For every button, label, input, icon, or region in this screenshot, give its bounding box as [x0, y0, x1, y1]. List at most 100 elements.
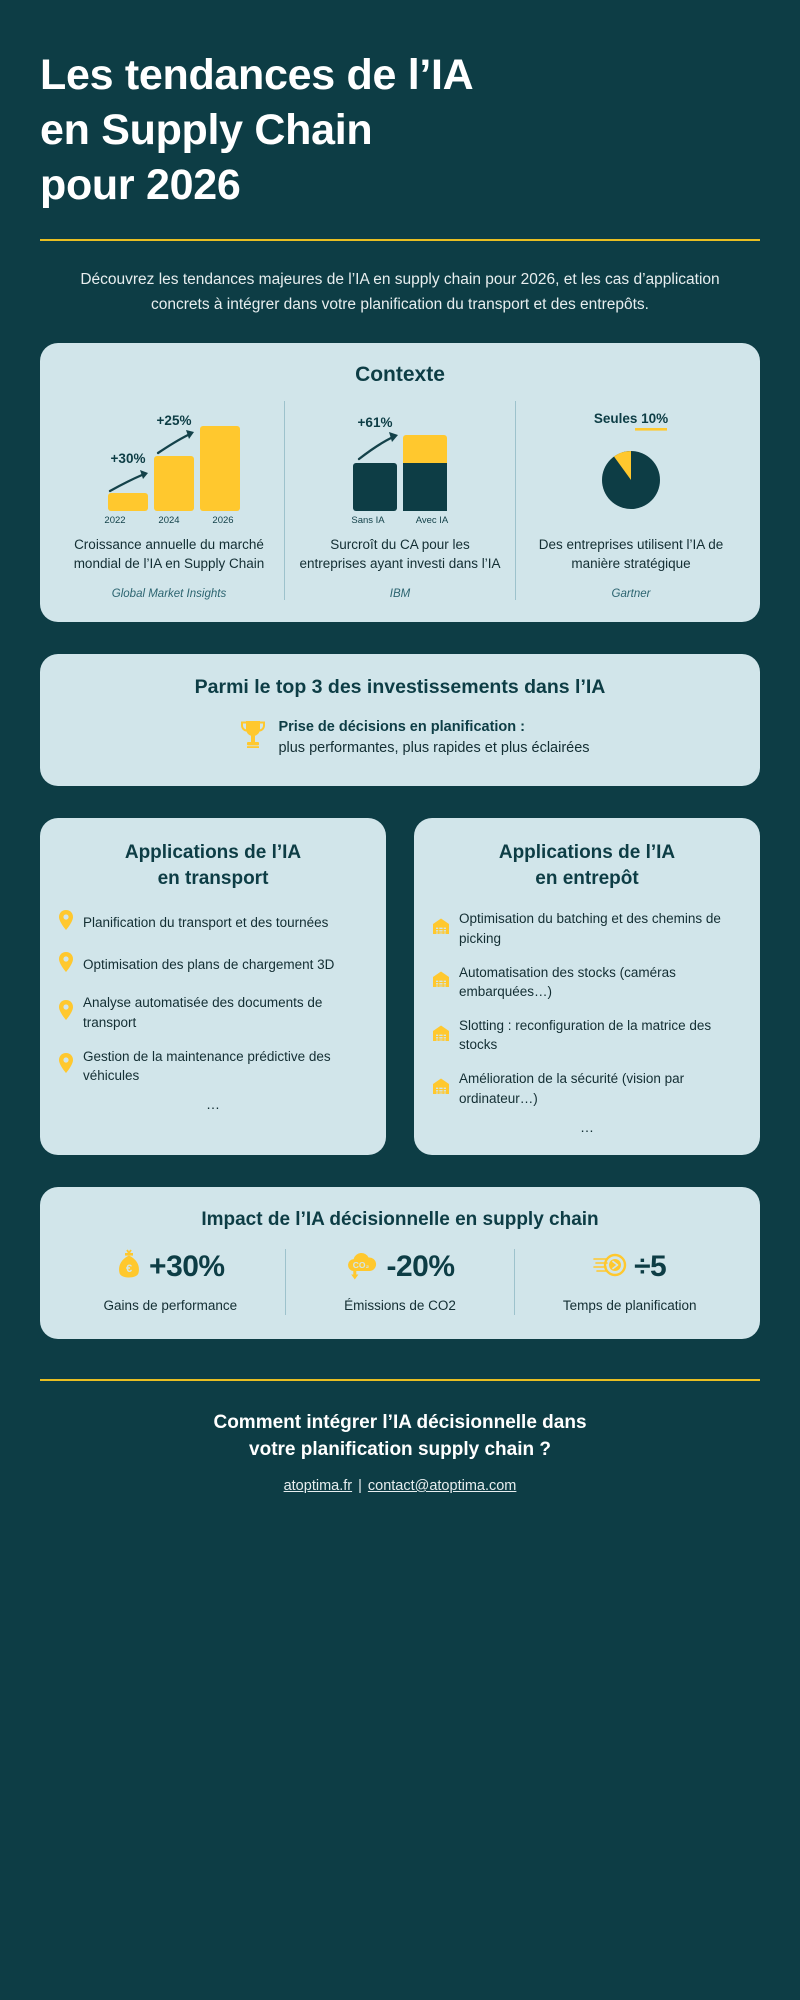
revenue-arrow	[357, 437, 393, 461]
list-item-label: Optimisation des plans de chargement 3D	[83, 957, 335, 973]
context-source-revenue: IBM	[389, 587, 411, 600]
fast-coin-icon	[593, 1249, 627, 1286]
growth-arrow-1	[108, 474, 144, 493]
growth-tick-2024: 2024	[158, 515, 180, 527]
footer-divider	[40, 1378, 760, 1381]
growth-arrow-1-head	[140, 470, 148, 480]
applications-row: Applications de l’IA en transport Planif…	[40, 818, 760, 1155]
title-divider	[40, 239, 760, 242]
context-column-adoption: Seules 10% Des entreprises utilisent l’I…	[515, 401, 746, 600]
co2-cloud-icon: CO₂	[345, 1249, 379, 1286]
adoption-badge-value: 10%	[641, 411, 668, 426]
list-item: Amélioration de la sécurité (vision par …	[432, 1069, 742, 1107]
growth-badge-30: +30%	[111, 451, 146, 466]
adoption-badge: Seules 10%	[594, 411, 668, 426]
revenue-tick-avec-ia: Avec IA	[415, 515, 449, 527]
applications-transport-card: Applications de l’IA en transport Planif…	[40, 818, 386, 1155]
impact-columns: € +30% Gains de performance CO₂	[56, 1248, 744, 1315]
header: Les tendances de l’IA en Supply Chain po…	[40, 0, 760, 317]
context-source-adoption: Gartner	[611, 587, 651, 600]
list-item: Gestion de la maintenance prédictive des…	[58, 1047, 368, 1085]
bar-2024	[154, 456, 194, 512]
growth-bar-chart-svg: +30% +25%	[108, 413, 240, 512]
money-bag-icon: €	[116, 1249, 142, 1286]
list-item: Planification du transport et des tourné…	[58, 909, 368, 936]
adoption-badge-prefix: Seules	[594, 411, 641, 426]
revenue-bar-chart: +61%	[295, 401, 505, 513]
impact-value: ÷5	[634, 1250, 667, 1284]
trophy-icon	[240, 719, 266, 754]
warehouse-icon	[432, 917, 450, 940]
list-item-label: Amélioration de la sécurité (vision par …	[459, 1071, 685, 1106]
map-pin-icon	[58, 999, 74, 1026]
footer-question-line-1: Comment intégrer l’IA décisionnelle dans	[213, 1411, 587, 1433]
map-pin-icon	[58, 909, 74, 936]
context-column-revenue: +61% Sans IA Avec IA Surcroît du CA pour…	[284, 401, 515, 600]
context-description-revenue: Surcroît du CA pour les entreprises ayan…	[299, 537, 501, 572]
list-item-label: Analyse automatisée des documents de tra…	[83, 995, 323, 1030]
warehouse-icon	[432, 970, 450, 993]
top3-card: Parmi le top 3 des investissements dans …	[40, 653, 760, 787]
applications-entrepot-title-line-2: en entrepôt	[535, 867, 639, 889]
list-item: Optimisation du batching et des chemins …	[432, 909, 742, 947]
list-item: Slotting : reconfiguration de la matrice…	[432, 1016, 742, 1054]
applications-transport-title-line-1: Applications de l’IA	[124, 842, 302, 864]
footer: Comment intégrer l’IA décisionnelle dans…	[40, 1378, 760, 1494]
footer-question: Comment intégrer l’IA décisionnelle dans…	[40, 1409, 760, 1464]
impact-title: Impact de l’IA décisionnelle en supply c…	[201, 1208, 599, 1230]
applications-entrepot-card: Applications de l’IA en entrepôt	[414, 818, 760, 1155]
map-pin-icon	[58, 951, 74, 978]
impact-label: Gains de performance	[103, 1297, 238, 1313]
list-item-label: Gestion de la maintenance prédictive des…	[83, 1048, 331, 1083]
context-description-adoption: Des entreprises utilisent l’IA de manièr…	[538, 537, 724, 572]
impact-value: +30%	[149, 1250, 225, 1284]
bar-sans-ia	[353, 463, 397, 512]
context-columns: +30% +25% 2022 2024 2026 Croissance annu…	[54, 401, 746, 600]
email-link[interactable]: contact@atoptima.com	[367, 1477, 517, 1494]
growth-badge-25: +25%	[157, 413, 192, 428]
growth-arrow-2	[156, 434, 190, 455]
list-item-label: Automatisation des stocks (caméras embar…	[459, 964, 676, 999]
footer-question-line-2: votre planification supply chain ?	[249, 1439, 551, 1461]
growth-tick-2026: 2026	[212, 515, 234, 527]
top3-item-strong: Prise de décisions en planification :	[278, 718, 526, 735]
bar-avec-ia-base	[403, 463, 447, 512]
impact-metric-performance: € +30% Gains de performance	[56, 1249, 285, 1315]
impact-label: Émissions de CO2	[344, 1297, 456, 1313]
list-item-label: Optimisation du batching et des chemins …	[459, 911, 721, 946]
warehouse-icon	[432, 1024, 450, 1047]
applications-transport-title-line-2: en transport	[157, 867, 269, 889]
revenue-axis-labels: Sans IA Avec IA	[345, 515, 455, 526]
warehouse-icon	[432, 1077, 450, 1100]
svg-text:CO₂: CO₂	[353, 1260, 370, 1270]
list-item: Analyse automatisée des documents de tra…	[58, 993, 368, 1031]
website-link[interactable]: atoptima.fr	[283, 1477, 353, 1494]
map-pin-icon	[58, 1052, 74, 1079]
page-title: Les tendances de l’IA en Supply Chain po…	[40, 48, 760, 213]
top3-text-block: Prise de décisions en planification : pl…	[278, 717, 589, 761]
bar-2026	[200, 426, 240, 512]
revenue-tick-sans-ia: Sans IA	[351, 515, 385, 527]
applications-entrepot-title-line-1: Applications de l’IA	[498, 842, 676, 864]
top3-title: Parmi le top 3 des investissements dans …	[194, 675, 606, 698]
adoption-pie-chart: Seules 10%	[526, 401, 736, 513]
growth-axis-labels: 2022 2024 2026	[96, 515, 242, 526]
footer-links: atoptima.fr | contact@atoptima.com	[40, 1478, 760, 1494]
impact-metric-co2: CO₂ -20% Émissions de CO2	[284, 1248, 515, 1315]
context-card: Contexte +30%	[40, 343, 760, 622]
context-source-growth: Global Market Insights	[111, 587, 227, 600]
growth-arrow-2-head	[186, 430, 194, 440]
top3-item-detail: plus performantes, plus rapides et plus …	[278, 740, 590, 757]
context-column-growth: +30% +25% 2022 2024 2026 Croissance annu…	[54, 401, 284, 599]
footer-separator: |	[358, 1477, 362, 1494]
revenue-badge-61: +61%	[358, 415, 393, 430]
context-description-growth: Croissance annuelle du marché mondial de…	[73, 537, 265, 572]
impact-metric-time: ÷5 Temps de planification	[514, 1248, 744, 1315]
applications-entrepot-ellipsis: …	[580, 1118, 594, 1135]
list-item-label: Slotting : reconfiguration de la matrice…	[459, 1018, 712, 1053]
impact-label: Temps de planification	[562, 1297, 697, 1313]
applications-transport-title: Applications de l’IA en transport	[58, 840, 368, 891]
revenue-arrow-head	[389, 432, 398, 443]
growth-bar-chart: +30% +25%	[64, 401, 274, 513]
